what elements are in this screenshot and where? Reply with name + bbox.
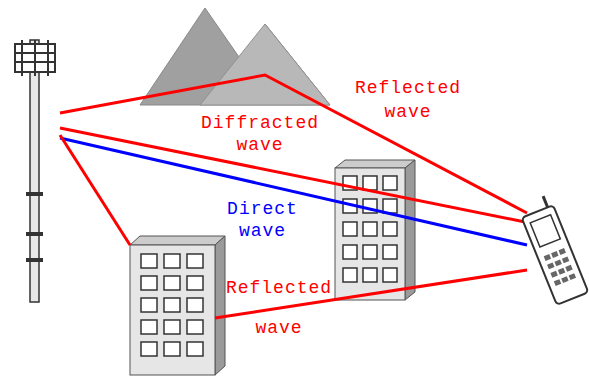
wave-label: Reflected wave (219, 268, 339, 348)
mobile-phone (517, 194, 588, 305)
building (130, 236, 225, 375)
mountain (140, 8, 330, 105)
wave-label: Reflected wave (343, 76, 473, 124)
wave-label: Diffracted wave (195, 112, 325, 156)
direct-wave-line (60, 138, 527, 245)
reflected-wave-line (60, 135, 130, 245)
wave-label: Direct wave (200, 198, 325, 242)
mountain (200, 24, 330, 105)
base-station-tower (15, 40, 55, 302)
building (335, 160, 415, 300)
